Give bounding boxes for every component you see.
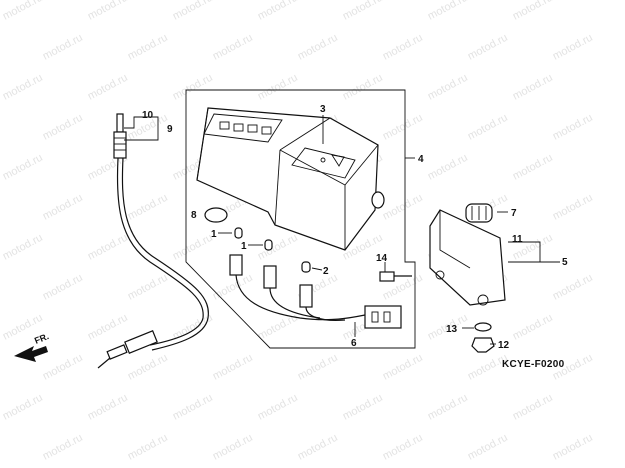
watermark-text: motod.ru [126, 352, 170, 383]
watermark-text: motod.ru [41, 432, 85, 463]
watermark-text: motod.ru [466, 432, 510, 463]
watermark-text: motod.ru [511, 152, 555, 183]
watermark-text: motod.ru [296, 32, 340, 63]
callout-6: 6 [351, 338, 357, 349]
watermark-text: motod.ru [511, 392, 555, 423]
watermark-text: motod.ru [341, 392, 385, 423]
watermark-text: motod.ru [256, 72, 300, 103]
watermark-text: motod.ru [551, 112, 595, 143]
watermark-text: motod.ru [86, 312, 130, 343]
watermark-text: motod.ru [341, 0, 385, 23]
callout-9: 9 [167, 124, 173, 135]
wire-harness [229, 254, 402, 329]
callout-8: 8 [191, 210, 197, 221]
watermark-text: motod.ru [171, 0, 215, 23]
bulb-parts [234, 227, 311, 273]
speedometer-cable [97, 113, 209, 369]
leader-lines [124, 115, 560, 345]
watermark-text: motod.ru [256, 232, 300, 263]
watermark-text: motod.ru [426, 0, 470, 23]
watermark-text: motod.ru [211, 432, 255, 463]
watermark-text: motod.ru [1, 0, 45, 23]
watermark-text: motod.ru [86, 72, 130, 103]
callout-3: 3 [320, 104, 326, 115]
watermark-text: motod.ru [1, 232, 45, 263]
watermark-text: motod.ru [381, 32, 425, 63]
watermark-text: motod.ru [511, 312, 555, 343]
watermark-text: motod.ru [126, 192, 170, 223]
watermark-text: motod.ru [551, 32, 595, 63]
watermark-text: motod.ru [171, 72, 215, 103]
watermark-text: motod.ru [551, 432, 595, 463]
diagram-code: KCYE-F0200 [502, 359, 565, 370]
assembly-outline [185, 89, 416, 349]
watermark-text: motod.ru [41, 32, 85, 63]
watermark-text: motod.ru [211, 272, 255, 303]
watermark-text: motod.ru [551, 192, 595, 223]
watermark-text: motod.ru [296, 432, 340, 463]
watermark-text: motod.ru [256, 0, 300, 23]
callout-7: 7 [511, 208, 517, 219]
watermark-text: motod.ru [211, 32, 255, 63]
watermark-text: motod.ru [341, 72, 385, 103]
watermark-text: motod.ru [1, 152, 45, 183]
watermark-text: motod.ru [381, 112, 425, 143]
callout-14: 14 [376, 253, 388, 264]
callout-labels: 1 1 2 3 4 5 6 7 8 9 10 11 12 13 14 [142, 104, 568, 351]
watermark-text: motod.ru [1, 392, 45, 423]
callout-12: 12 [498, 340, 510, 351]
watermark-text: motod.ru [1, 72, 45, 103]
watermark-text: motod.ru [426, 392, 470, 423]
callout-2: 2 [323, 266, 329, 277]
watermark-text: motod.ru [381, 352, 425, 383]
watermark-text: motod.ru [426, 152, 470, 183]
callout-10: 10 [142, 110, 154, 121]
fasteners [379, 271, 495, 353]
cap-part [204, 207, 228, 223]
watermark-text: motod.ru [511, 0, 555, 23]
watermark-text: motod.ru [86, 392, 130, 423]
callout-5: 5 [562, 257, 568, 268]
watermark-text: motod.ru [171, 232, 215, 263]
watermark-text: motod.ru [41, 352, 85, 383]
watermark-text: motod.ru [86, 0, 130, 23]
watermark-text: motod.ru [551, 272, 595, 303]
watermark-text: motod.ru [256, 392, 300, 423]
watermark-text: motod.ru [171, 392, 215, 423]
watermark-text: motod.ru [511, 72, 555, 103]
watermark-text: motod.ru [126, 432, 170, 463]
watermark-text: motod.ru [86, 232, 130, 263]
direction-label: FR. [33, 331, 50, 346]
watermark-text: motod.ru [211, 352, 255, 383]
watermark-text: motod.ru [296, 352, 340, 383]
callout-13: 13 [446, 324, 458, 335]
watermark-text: motod.ru [41, 112, 85, 143]
watermark-text: motod.ru [466, 32, 510, 63]
callout-4: 4 [418, 154, 424, 165]
watermark-text: motod.ru [426, 72, 470, 103]
watermark-text: motod.ru [126, 32, 170, 63]
callout-11: 11 [512, 234, 523, 245]
watermark-text: motod.ru [41, 272, 85, 303]
watermark-text: motod.ru [381, 432, 425, 463]
watermark-text: motod.ru [381, 192, 425, 223]
watermark-text: motod.ru [466, 112, 510, 143]
callout-1b: 1 [241, 241, 247, 252]
watermark-text: motod.ru [41, 192, 85, 223]
meter-housing [196, 107, 385, 251]
bracket-assembly [429, 203, 506, 306]
direction-arrow: FR. [14, 331, 50, 362]
callout-1a: 1 [211, 229, 217, 240]
watermark-text: motod.ru [126, 272, 170, 303]
